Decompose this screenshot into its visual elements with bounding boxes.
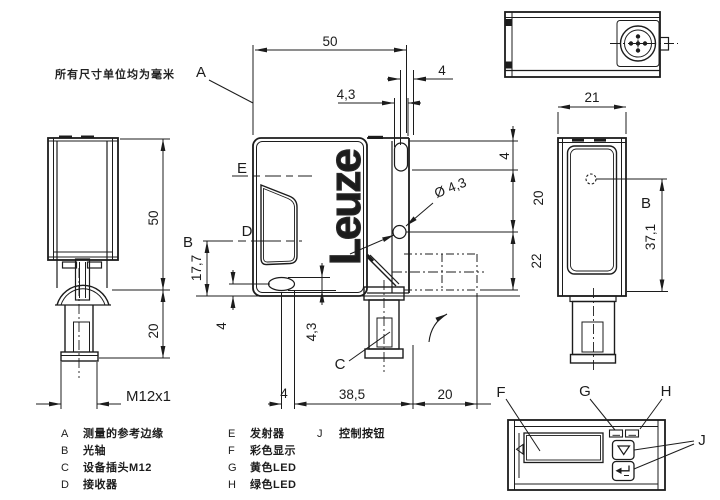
down-triangle-icon — [616, 445, 631, 456]
label-b-front: B — [183, 234, 193, 251]
mounting-slot — [393, 142, 409, 172]
yellow-led — [608, 429, 624, 438]
dim-chain-mid: 20 — [531, 190, 546, 205]
view-side-left — [47, 135, 119, 378]
receiver-window — [260, 183, 298, 266]
hole-dia-leader — [405, 202, 434, 227]
view-side-right — [557, 137, 667, 372]
light-axis-mark — [585, 173, 597, 185]
color-display — [523, 432, 604, 464]
label-c-leader — [348, 331, 391, 362]
label-h: H — [661, 383, 672, 400]
dim-left-height: 50 — [146, 210, 161, 225]
reference-edge-mark — [368, 135, 383, 139]
view-side-left-dimensions — [36, 138, 170, 409]
dim-thread: M12x1 — [126, 388, 171, 405]
optical-face — [566, 145, 618, 275]
dim-bottom-mid: 38,5 — [339, 387, 365, 402]
mounting-hole — [392, 224, 407, 240]
view-front — [203, 135, 484, 372]
enter-icon — [615, 465, 630, 476]
housing-top-mark — [59, 135, 72, 139]
dim-front-top-offset: 4 — [438, 63, 446, 78]
view-side-right-dimensions — [557, 104, 668, 292]
green-led — [624, 429, 640, 438]
display-marker — [515, 443, 524, 455]
dim-bottom-left: 4 — [280, 386, 288, 401]
dim-bottom-right: 20 — [437, 387, 452, 402]
connector-pins — [628, 34, 648, 53]
dim-oval-to-bottom: 4 — [214, 322, 229, 330]
label-c: C — [335, 356, 346, 373]
view-display-panel — [505, 398, 695, 491]
enter-button — [611, 460, 635, 482]
label-g: G — [579, 383, 591, 400]
label-j-leader — [633, 440, 695, 451]
label-b-right: B — [641, 195, 651, 212]
dim-oval-height: 4,3 — [304, 323, 319, 342]
view-front-dimensions — [196, 45, 520, 409]
dim-beam-to-bottom: 37,1 — [643, 224, 658, 250]
label-f-leader — [505, 398, 541, 452]
dim-right-width: 21 — [584, 90, 599, 105]
label-h-leader — [639, 398, 663, 430]
label-a: A — [196, 64, 206, 81]
label-g-leader — [589, 398, 616, 431]
label-j: J — [698, 432, 706, 449]
dim-left-conn-length: 20 — [146, 323, 161, 338]
label-a-leader — [208, 79, 254, 104]
dim-hole-diameter: Ø 4,3 — [432, 175, 468, 201]
brand-logo: Leuze — [321, 150, 370, 265]
label-j-leader — [633, 443, 695, 470]
label-e: E — [237, 160, 247, 177]
dim-axis-to-bottom: 17,7 — [189, 255, 204, 281]
bottom-slot — [267, 276, 296, 292]
dim-chain-low: 22 — [529, 253, 544, 268]
housing-top-mark — [81, 135, 94, 139]
dim-chain-top: 4 — [497, 152, 512, 160]
dim-front-slot-width: 4,3 — [337, 87, 356, 102]
rotation-arrow — [428, 313, 448, 343]
label-d: D — [242, 223, 253, 240]
units-note: 所有尺寸单位均为毫米 — [55, 69, 175, 81]
label-f: F — [496, 384, 505, 401]
view-top — [504, 11, 678, 78]
dim-front-width: 50 — [322, 34, 337, 49]
